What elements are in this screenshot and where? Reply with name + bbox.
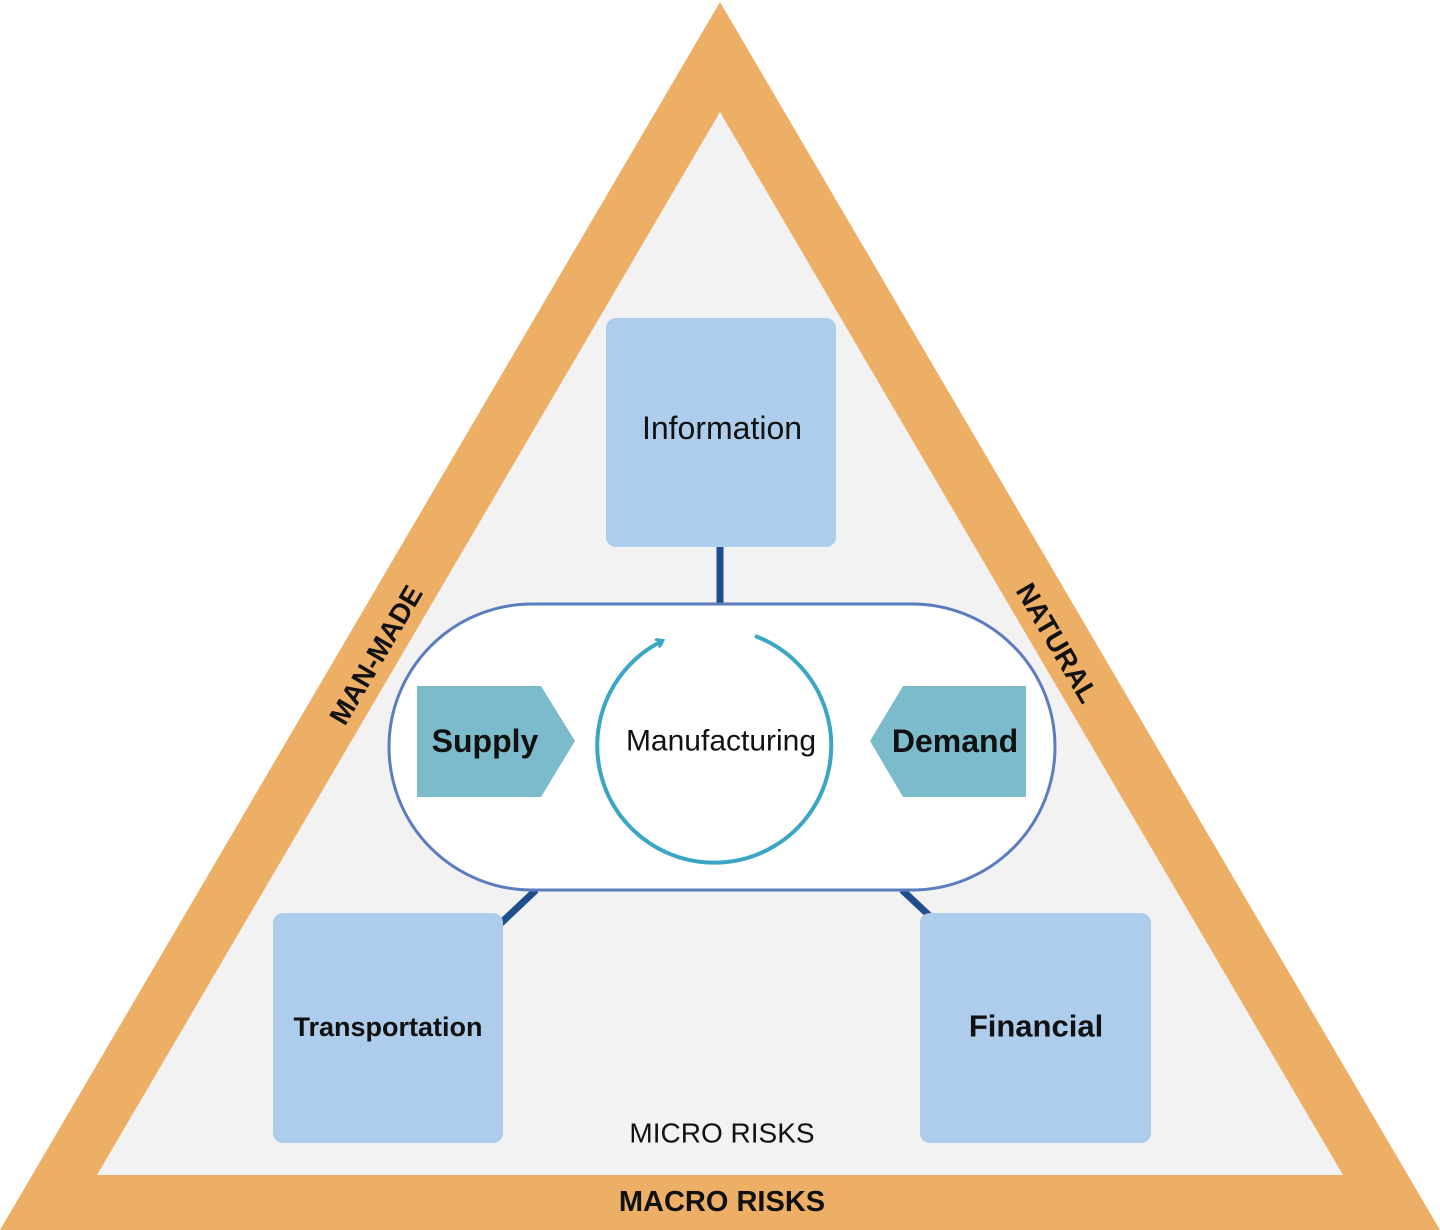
demand-label: Demand [892, 723, 1018, 759]
financial-label: Financial [969, 1009, 1103, 1044]
financial-box [920, 913, 1151, 1143]
core-process-pill [387, 602, 1057, 892]
transportation-box [273, 913, 503, 1143]
manufacturing-cycle-arrow [595, 634, 834, 865]
information-label: Information [642, 410, 802, 446]
information-box [606, 318, 836, 547]
connector-transportation [497, 887, 539, 927]
manufacturing-label: Manufacturing [626, 725, 816, 758]
demand-arrow [870, 686, 1026, 797]
transportation-label: Transportation [293, 1012, 482, 1042]
micro-risks-label: MICRO RISKS [629, 1118, 814, 1149]
supply-label: Supply [432, 723, 539, 759]
macro-risks-label: MACRO RISKS [619, 1186, 825, 1218]
supply-arrow [417, 686, 575, 797]
